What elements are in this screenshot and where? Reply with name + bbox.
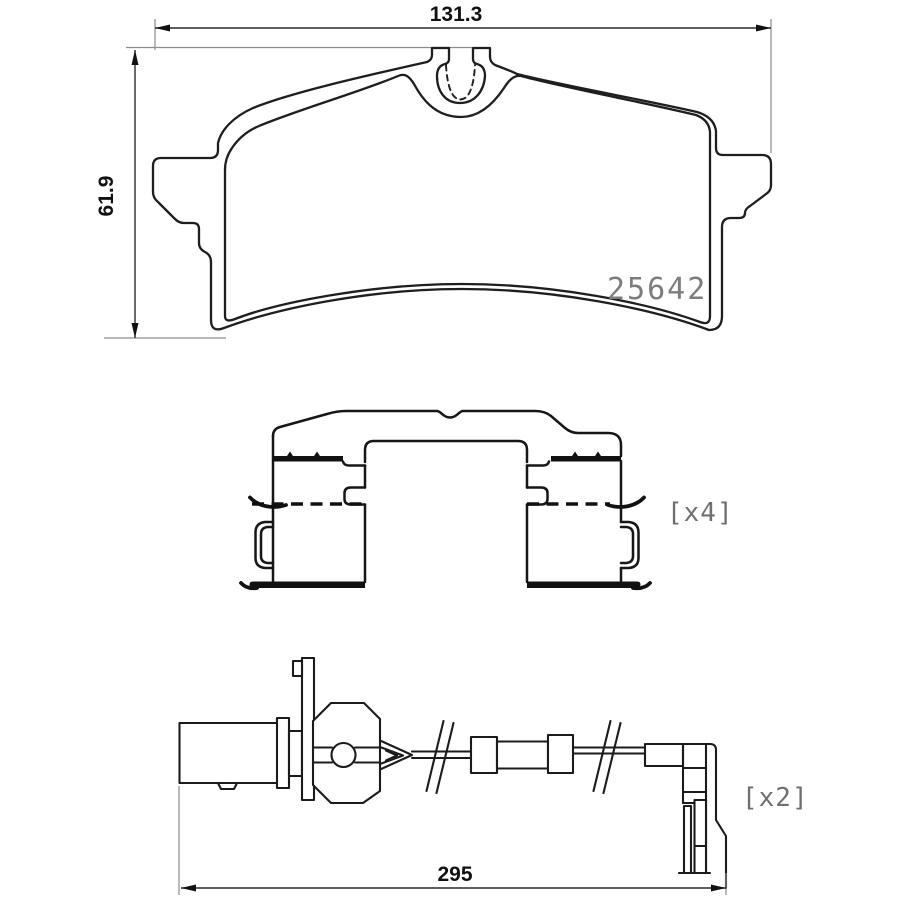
clip-left-side-tab-inner bbox=[259, 525, 275, 565]
cable-grommet-2 bbox=[546, 733, 575, 775]
length-dimension-label: 295 bbox=[437, 863, 472, 886]
sensor-tip-chevron bbox=[378, 745, 405, 766]
brake-pad-drawing: 131.3 61.9 25642 bbox=[95, 3, 773, 339]
clip-left-spring-finger bbox=[343, 486, 367, 506]
clip-right-curl bbox=[606, 495, 646, 509]
sensor-quantity-label: [x2] bbox=[742, 783, 809, 813]
clip-right-side-tab-inner bbox=[619, 525, 635, 565]
sensor-tip-cone bbox=[378, 739, 414, 771]
clip-right-bottom-bar bbox=[527, 581, 641, 588]
fitting-clip-drawing: [x4] bbox=[239, 409, 734, 591]
clip-bridge-inner bbox=[363, 439, 529, 464]
part-number-label: 25642 bbox=[607, 272, 707, 307]
sensor-connector-latch bbox=[216, 781, 239, 791]
clip-bridge-outer bbox=[271, 409, 623, 458]
clip-left-curl bbox=[248, 495, 288, 509]
wire-break-marks-1 bbox=[425, 719, 455, 795]
sensor-head-sleeve bbox=[643, 742, 685, 768]
width-dimension: 131.3 bbox=[154, 3, 772, 153]
sensor-head-dividers bbox=[681, 766, 708, 805]
clip-left-bar-tick2 bbox=[314, 451, 320, 456]
pad-center-notch-dashed bbox=[445, 64, 476, 101]
cable-body bbox=[495, 740, 550, 770]
pad-backplate-outline bbox=[151, 46, 773, 332]
wire-break-marks-2 bbox=[592, 719, 622, 795]
width-dimension-label: 131.3 bbox=[430, 3, 483, 26]
sensor-ball-detail bbox=[330, 741, 357, 769]
sensor-connector-body bbox=[178, 721, 279, 785]
clip-quantity-label: [x4] bbox=[667, 498, 734, 528]
clip-right-bar-tick1 bbox=[572, 451, 578, 456]
sensor-head-outer bbox=[681, 742, 728, 890]
clip-right-top-bar bbox=[551, 456, 621, 462]
sensor-wire-1 bbox=[410, 750, 473, 760]
arrowhead-right bbox=[756, 24, 771, 32]
clip-left-side-tab bbox=[254, 520, 275, 570]
height-dimension-label: 61.9 bbox=[95, 176, 118, 217]
clip-left-bottom-bar bbox=[249, 581, 365, 588]
clip-left-bar-tick1 bbox=[287, 451, 293, 456]
arrowhead-left bbox=[155, 24, 170, 32]
sensor-neck bbox=[287, 729, 304, 778]
arrowhead-top bbox=[131, 50, 139, 65]
sensor-flange bbox=[275, 716, 291, 790]
length-dimension: 295 bbox=[178, 786, 727, 895]
pad-friction-inner-line bbox=[223, 73, 712, 325]
clip-left-bar-step bbox=[341, 460, 367, 467]
sensor-head-strip-1 bbox=[682, 804, 693, 875]
clip-right-spring-finger bbox=[525, 486, 549, 506]
clip-left-bottom-curl bbox=[239, 581, 259, 591]
arrowhead-right bbox=[711, 884, 726, 892]
clip-left-top-bar bbox=[273, 456, 343, 462]
clip-right-side-tab bbox=[619, 520, 640, 570]
clip-right-bar-tick2 bbox=[595, 451, 601, 456]
arrowhead-left bbox=[181, 884, 196, 892]
wear-sensor-drawing: 295 [x2] bbox=[178, 656, 809, 895]
sensor-bore-lines bbox=[311, 746, 382, 764]
arrowhead-bottom bbox=[131, 323, 139, 338]
clip-right-bar-step bbox=[525, 460, 551, 467]
clip-right-bottom-curl bbox=[631, 581, 652, 591]
sensor-plate-tab bbox=[291, 659, 304, 678]
height-dimension: 61.9 bbox=[95, 46, 472, 339]
sensor-head-strip-2 bbox=[693, 798, 708, 875]
sensor-wire-2 bbox=[571, 746, 647, 755]
cable-grommet-1 bbox=[469, 735, 499, 775]
